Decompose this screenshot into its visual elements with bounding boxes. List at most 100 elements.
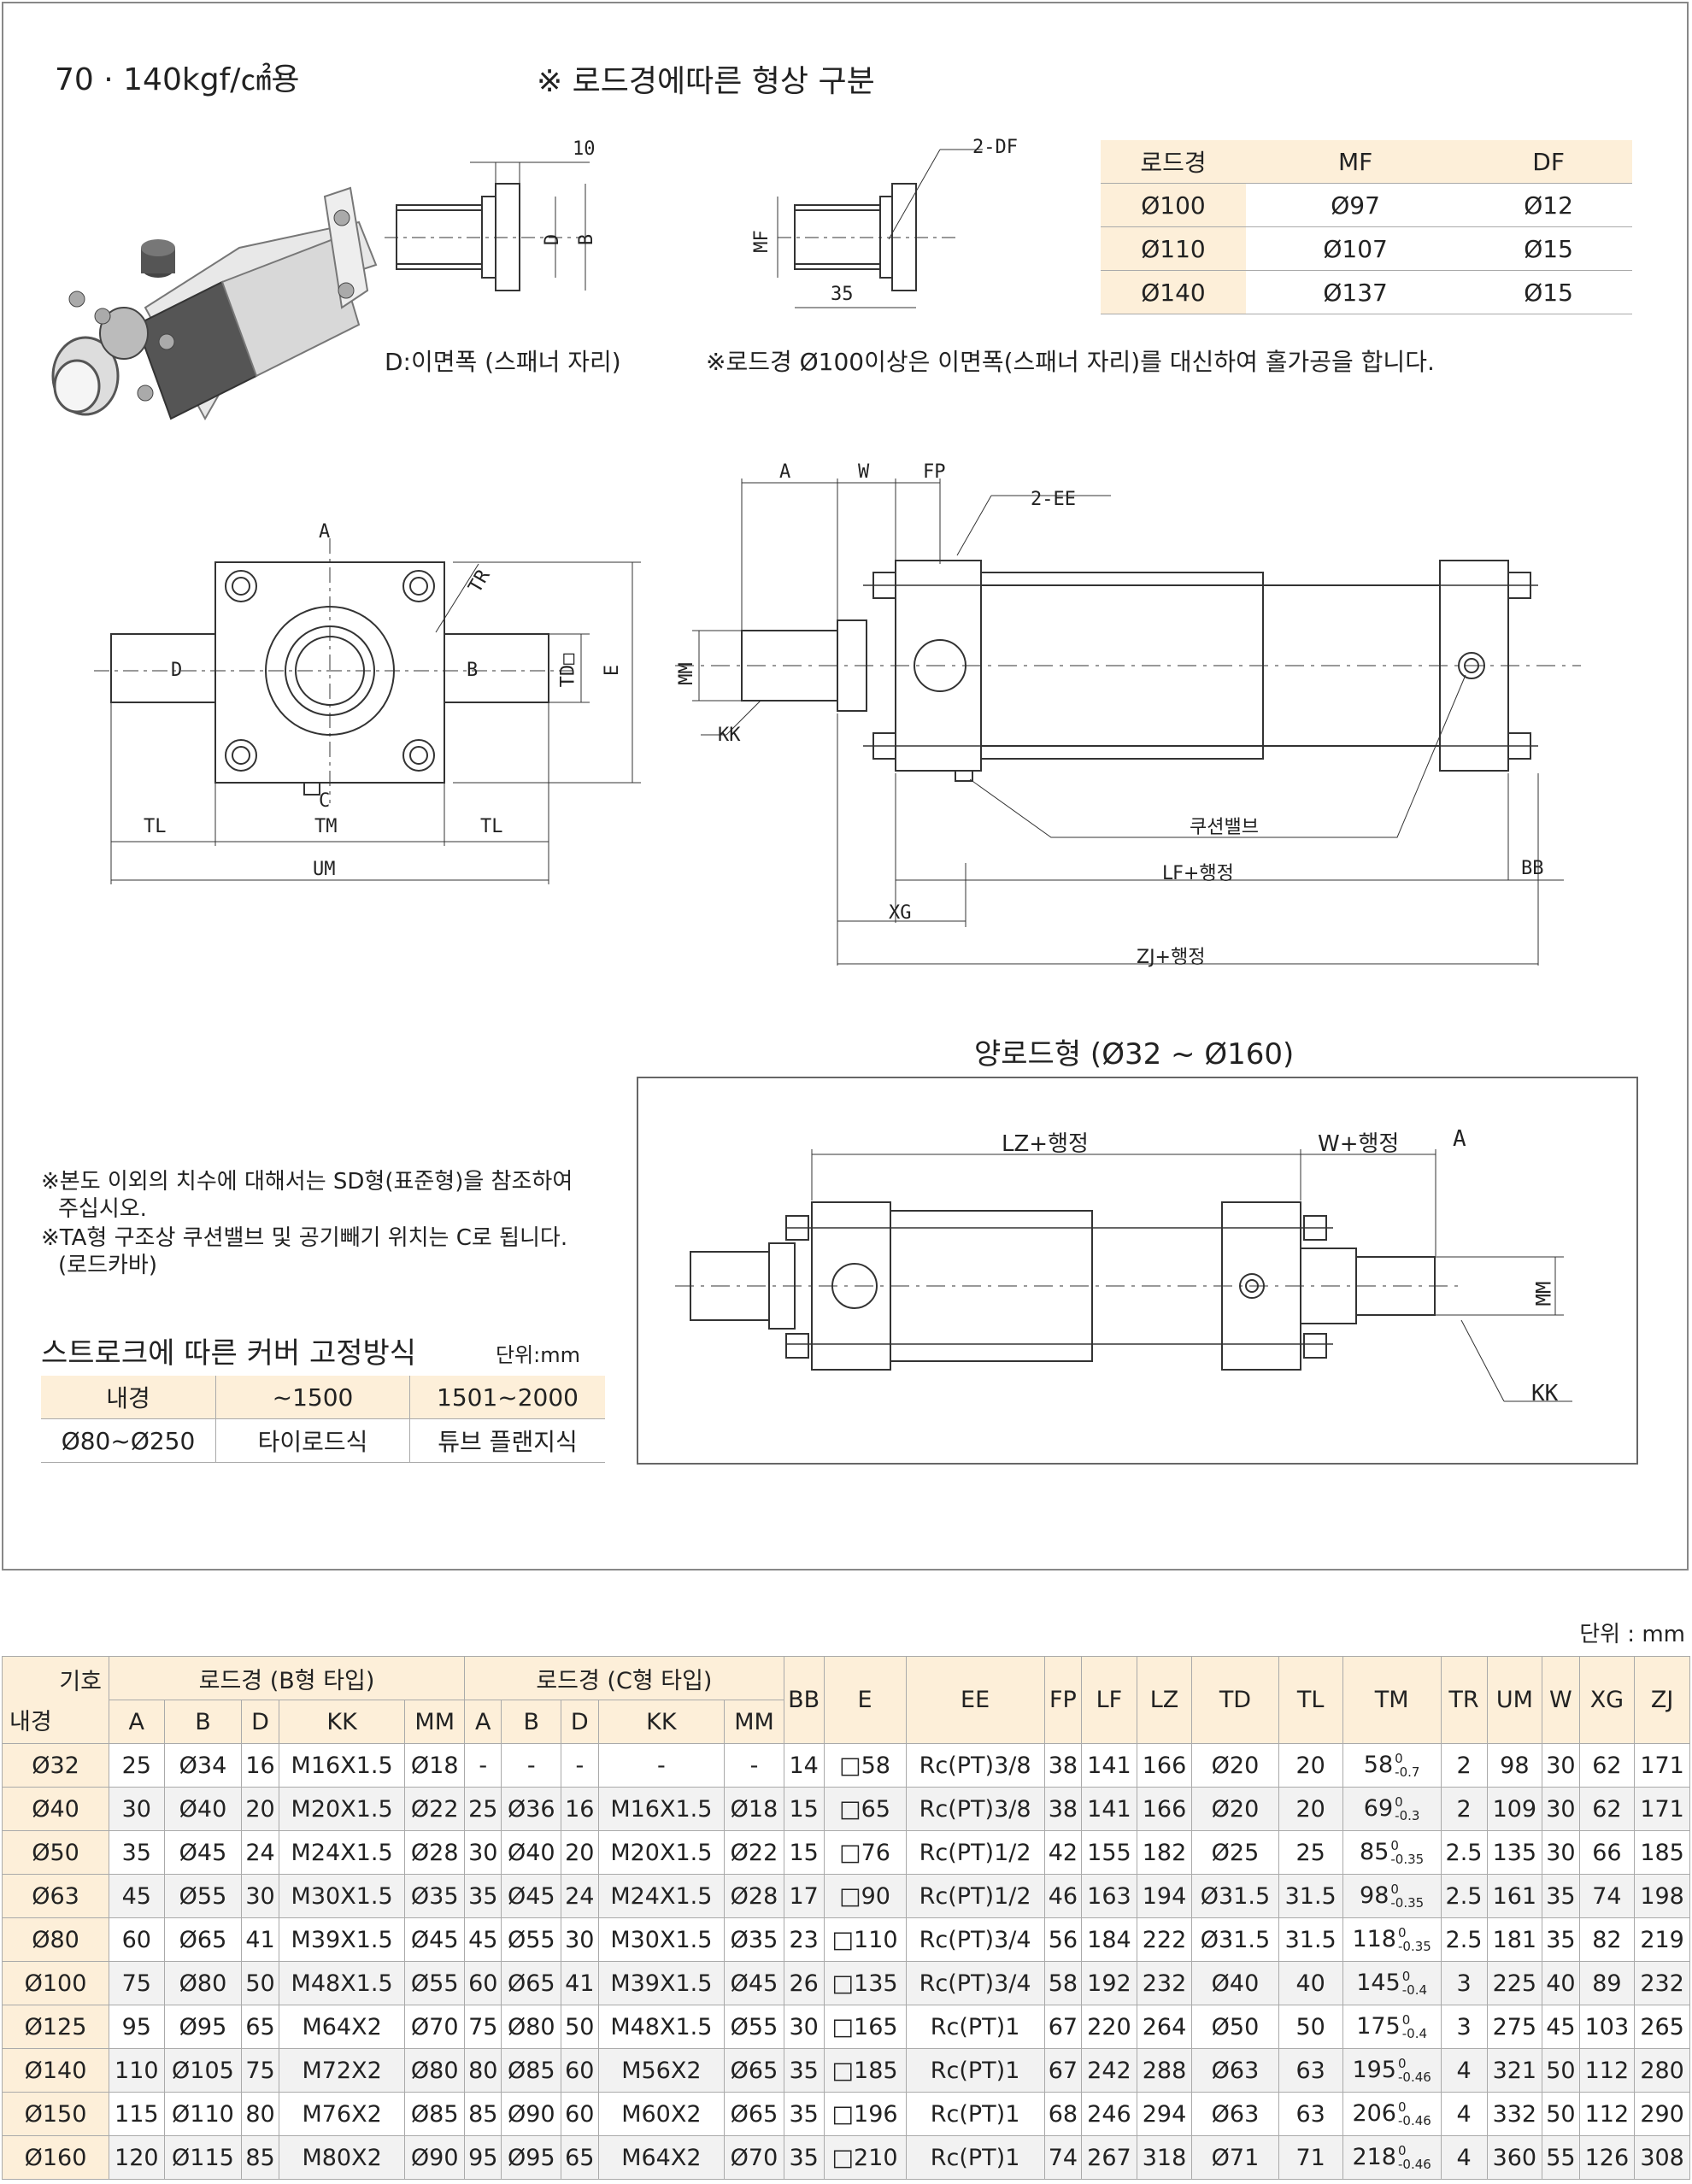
spec-cell: □196: [823, 2092, 907, 2136]
spec-cell: Ø40: [1191, 1961, 1279, 2005]
note-line-2: 주십시오.: [58, 1196, 147, 1222]
spec-cell: 35: [1542, 1917, 1580, 1962]
spec-cell: 242: [1081, 2048, 1137, 2093]
mf-row-mf: Ø137: [1246, 270, 1466, 314]
spec-cell: 50: [1278, 2005, 1343, 2049]
spec-cell: 163: [1081, 1874, 1137, 1918]
cover-row-flange: 튜브 플랜지식: [409, 1418, 605, 1463]
spec-cell: 332: [1486, 2092, 1543, 2136]
double-label-mm: MM: [1531, 1281, 1556, 1306]
spec-cell: Ø55: [724, 2005, 784, 2049]
spec-cell: Ø22: [404, 1787, 466, 1831]
mark-b: B: [467, 660, 479, 681]
spec-cell: 2: [1440, 1743, 1488, 1788]
spec-cell: 50: [1542, 2048, 1580, 2093]
double-rod-drawing: [675, 1149, 1572, 1402]
spec-cell: 75: [109, 1961, 165, 2005]
cover-table-title: 스트로크에 따른 커버 고정방식: [41, 1336, 417, 1371]
spec-cell: 16: [561, 1787, 599, 1831]
spec-cell: 20: [1278, 1787, 1343, 1831]
tm-tol-lower: -0.35: [1397, 1939, 1431, 1955]
spec-cell: Ø70: [404, 2005, 466, 2049]
spec-cell: 4: [1440, 2092, 1488, 2136]
spec-cell: 50: [1542, 2092, 1580, 2136]
spec-sub-d: D: [241, 1700, 279, 1744]
spec-cell: 31.5: [1278, 1874, 1343, 1918]
spec-cell: Ø45: [724, 1961, 784, 2005]
spec-cell: 63: [1278, 2092, 1343, 2136]
tm-tol-upper: 0: [1390, 1838, 1399, 1854]
spec-cell: 25: [464, 1787, 502, 1831]
spec-cell: M39X1.5: [597, 1961, 726, 2005]
spec-cell: 66: [1578, 1830, 1636, 1875]
tm-tolerance: 0-0.46: [1398, 2144, 1431, 2171]
spec-cell: 60: [109, 1917, 165, 1962]
label-e: E: [602, 664, 624, 677]
spec-cell: 30: [561, 1917, 599, 1962]
spec-header-e: E: [823, 1656, 907, 1744]
tm-tol-upper: 0: [1397, 2143, 1407, 2159]
spec-cell: 15: [783, 1830, 825, 1875]
spec-cell: -: [724, 1743, 784, 1788]
spec-cell: Ø80: [163, 1961, 243, 2005]
spec-cell: Ø22: [724, 1830, 784, 1875]
spec-cell: 30: [1542, 1743, 1580, 1788]
spec-cell: 45: [1542, 2005, 1580, 2049]
spec-cell: Ø18: [724, 1787, 784, 1831]
tm-value: 206: [1352, 2099, 1396, 2127]
side-label-kk: KK: [718, 725, 741, 746]
tm-tolerance: 0-0.35: [1390, 1882, 1424, 1910]
mf-row-rod: Ø100: [1101, 183, 1246, 227]
tm-value: 58: [1363, 1751, 1394, 1778]
tm-value: 175: [1356, 2012, 1401, 2040]
cylinder-3d-image: [51, 186, 378, 421]
side-label-w: W: [858, 461, 870, 483]
side-label-ee: 2-EE: [1031, 489, 1076, 510]
tm-tolerance: 0-0.35: [1390, 1839, 1424, 1866]
spec-header-ee: EE: [905, 1656, 1045, 1744]
spec-cell: 38: [1043, 1743, 1083, 1788]
spec-header-w: W: [1542, 1656, 1580, 1744]
spec-cell: Ø71: [1191, 2135, 1279, 2180]
spec-cell: Ø90: [404, 2135, 466, 2180]
spec-cell: 17: [783, 1874, 825, 1918]
spec-cell: 20: [241, 1787, 279, 1831]
spec-cell: Ø55: [501, 1917, 562, 1962]
spec-cell: Rc(PT)3/8: [905, 1743, 1045, 1788]
spec-cell: Ø35: [724, 1917, 784, 1962]
spec-cell: Rc(PT)1: [905, 2092, 1045, 2136]
spec-cell: 56: [1043, 1917, 1083, 1962]
spec-cell: -: [597, 1743, 726, 1788]
spec-cell: 60: [561, 2048, 599, 2093]
rod-end-detail-b: [385, 161, 590, 291]
spec-cell: 89: [1578, 1961, 1636, 2005]
spec-cell: 62: [1578, 1743, 1636, 1788]
spec-cell: 30: [241, 1874, 279, 1918]
spec-cell: 82: [1578, 1917, 1636, 1962]
spec-cell: 2: [1440, 1787, 1488, 1831]
spec-cell: -: [561, 1743, 599, 1788]
tm-tolerance: 0-0.46: [1398, 2100, 1431, 2128]
tm-tol-upper: 0: [1390, 1882, 1399, 1898]
pressure-title: 70 · 140kgf/㎠용: [55, 62, 300, 97]
tm-tolerance: 0-0.4: [1402, 2013, 1427, 2040]
double-rod-box: [637, 1077, 1638, 1465]
spec-cell: 80: [464, 2048, 502, 2093]
spec-cell: 198: [1634, 1874, 1690, 1918]
spec-cell: Ø80: [404, 2048, 466, 2093]
spec-sub-b: B: [501, 1700, 562, 1744]
tm-tol-lower: -0.46: [1397, 2070, 1431, 2086]
spec-cell: Ø28: [404, 1830, 466, 1875]
mf-header-df: DF: [1465, 140, 1632, 184]
spec-cell: 265: [1634, 2005, 1690, 2049]
spec-cell: Ø65: [724, 2048, 784, 2093]
spec-cell: 38: [1043, 1787, 1083, 1831]
spec-cell: 161: [1486, 1874, 1543, 1918]
spec-cell: 30: [1542, 1787, 1580, 1831]
tm-tol-upper: 0: [1395, 1794, 1403, 1811]
spec-cell: 308: [1634, 2135, 1690, 2180]
spec-cell: 35: [783, 2048, 825, 2093]
spec-cell: 4: [1440, 2048, 1488, 2093]
